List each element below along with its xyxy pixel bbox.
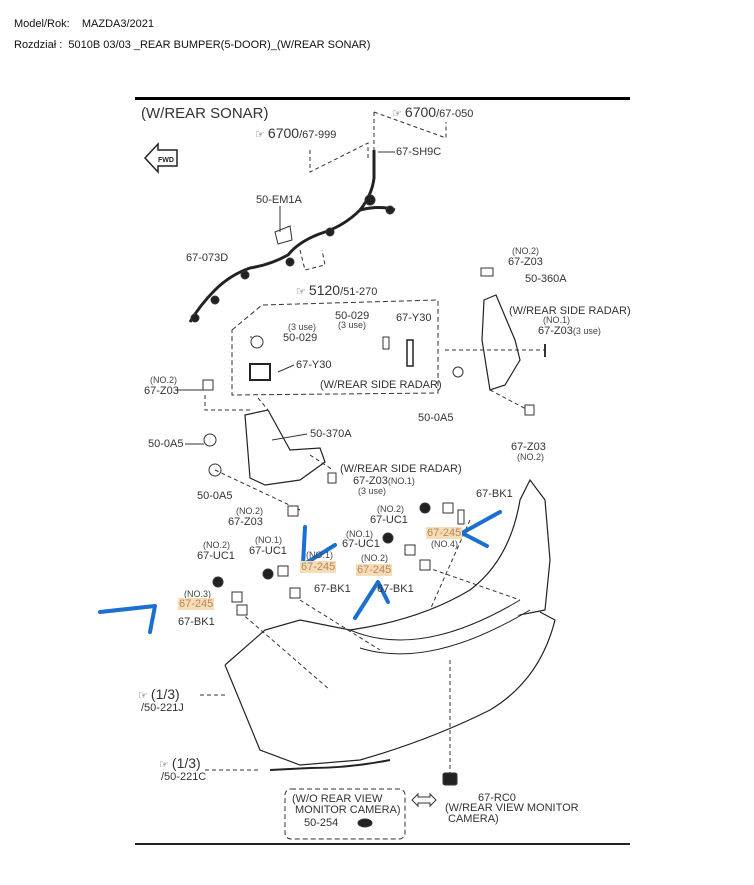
model-label: Model/Rok: [14,18,70,30]
ref-code: /67-050 [436,108,474,120]
no-camera-note-line1: (W/O REAR VIEW [292,793,383,805]
highlighted-part-code: 67-245 [300,561,337,573]
part-67-UC1-no2-left[interactable]: 67-UC1 [197,550,235,562]
ref-code: /67-999 [299,129,337,141]
part-note: (NO.2) [361,553,388,563]
fwd-arrow-icon: FWD [143,142,178,174]
part-67-SH9C[interactable]: 67-SH9C [396,146,442,158]
part-67-RC0[interactable]: 67-RC0 [478,792,516,804]
part-qty: (3 use) [358,486,387,496]
part-50-254[interactable]: 50-254 [304,817,339,829]
model-value: MAZDA3/2021 [81,18,155,30]
part-qty: (3 use) [288,322,317,332]
part-50-029-right[interactable]: 50-029 [335,310,370,322]
part-code: 67-Z03 [538,325,573,337]
model-line: Model/Rok: MAZDA3/2021 [14,18,154,30]
ref-50-221C[interactable]: ☞ (1/3) [159,755,201,771]
part-67-245-no2[interactable]: 67-245 [356,564,393,576]
ref-50-221J[interactable]: ☞ (1/3) [138,686,180,702]
part-qty: (3 use) [338,320,367,330]
part-50-0A5-right[interactable]: 50-0A5 [418,412,454,424]
part-50-370A[interactable]: 50-370A [310,428,352,440]
part-67-UC1-no1-left[interactable]: 67-UC1 [249,545,287,557]
part-50-EM1A[interactable]: 50-EM1A [256,194,302,206]
part-67-Z03-bottom-right[interactable]: 67-Z03 [511,441,546,453]
ref-number: (1/3) [150,686,180,702]
part-note: (NO.1) [255,535,282,545]
part-note: (NO.1) [346,529,373,539]
part-code: 67-Z03 [353,475,388,487]
part-50-0A5-left2[interactable]: 50-0A5 [197,490,233,502]
ref-5120-51-270[interactable]: ☞ 5120/51-270 [296,282,378,298]
ref-code: /50-221J [141,702,184,714]
part-67-Y30-right[interactable]: 67-Y30 [396,312,432,324]
part-note: (NO.2) [150,375,177,385]
part-67-BK1-mid2[interactable]: 67-BK1 [377,583,414,595]
ref-number: 6700 [267,125,300,141]
highlighted-part-code: 67-245 [356,564,393,576]
part-67-BK1-mid[interactable]: 67-BK1 [314,583,351,595]
part-note: (NO.2) [203,540,230,550]
ref-code: /50-221C [161,771,207,783]
part-note: (NO.2) [377,504,404,514]
annotation-arrow-no4 [460,510,502,548]
highlighted-part-code: 67-245 [426,527,463,539]
part-50-0A5-left1[interactable]: 50-0A5 [148,438,184,450]
svg-text:FWD: FWD [158,157,174,164]
section-value: 5010B 03/03 _REAR BUMPER(5-DOOR)_(W/REAR… [68,39,371,51]
part-67-245-no3[interactable]: 67-245 [178,598,215,610]
part-67-BK1-left[interactable]: 67-BK1 [178,616,215,628]
part-50-029-left[interactable]: 50-029 [283,332,318,344]
part-note: (NO.2) [236,506,263,516]
part-67-Z03-right[interactable]: 67-Z03(3 use) [538,326,601,337]
part-67-Z03-mid[interactable]: 67-Z03(NO.1) [353,476,415,487]
part-note: (NO.2) [517,452,544,462]
ref-6700-67-999[interactable]: ☞ 6700/67-999 [255,125,337,141]
part-note: (NO.2) [512,246,539,256]
part-50-360A[interactable]: 50-360A [525,273,567,285]
ref-number: 5120 [308,282,341,298]
part-note: (NO.1) [306,550,333,560]
part-67-Z03-low[interactable]: 67-Z03 [228,516,263,528]
part-67-BK1-top[interactable]: 67-BK1 [476,488,513,500]
diagram-title: (W/REAR SONAR) [141,105,269,122]
camera-note-line1: (W/REAR VIEW MONITOR [445,802,579,814]
part-note: (NO.1) [387,476,415,486]
side-radar-note-right: (W/REAR SIDE RADAR) [509,305,631,317]
annotation-arrow-no2 [353,580,390,620]
camera-note-line2: CAMERA) [448,813,499,825]
top-rule [135,97,630,100]
part-note: (NO.4) [431,539,458,549]
ref-6700-67-050[interactable]: ☞ 6700/67-050 [392,104,474,120]
part-67-Z03-top[interactable]: 67-Z03 [508,256,543,268]
no-camera-note-line2: MONITOR CAMERA) [295,804,401,816]
bottom-rule [135,843,630,845]
part-67-073D[interactable]: 67-073D [186,252,229,264]
ref-number: 6700 [404,104,437,120]
side-radar-note-mid: (W/REAR SIDE RADAR) [340,463,462,475]
side-radar-box-note: (W/REAR SIDE RADAR) [320,379,442,391]
ref-code: /51-270 [340,286,378,298]
annotation-arrow-no3 [98,604,157,634]
part-67-UC1-no2-right[interactable]: 67-UC1 [370,514,408,526]
part-67-Z03-left[interactable]: 67-Z03 [144,385,179,397]
part-qty: (3 use) [572,326,601,336]
part-67-Y30-left[interactable]: 67-Y30 [296,359,332,371]
part-note: (NO.1) [543,315,570,325]
part-67-245-no4[interactable]: 67-245 [426,527,463,539]
ref-number: (1/3) [171,755,201,771]
part-note: (NO.3) [184,589,211,599]
section-line: Rozdział : 5010B 03/03 _REAR BUMPER(5-DO… [14,39,370,51]
part-67-245-no1[interactable]: 67-245 [300,561,337,573]
section-label: Rozdział : [14,39,63,51]
part-67-UC1-no1-right[interactable]: 67-UC1 [342,538,380,550]
highlighted-part-code: 67-245 [178,598,215,610]
